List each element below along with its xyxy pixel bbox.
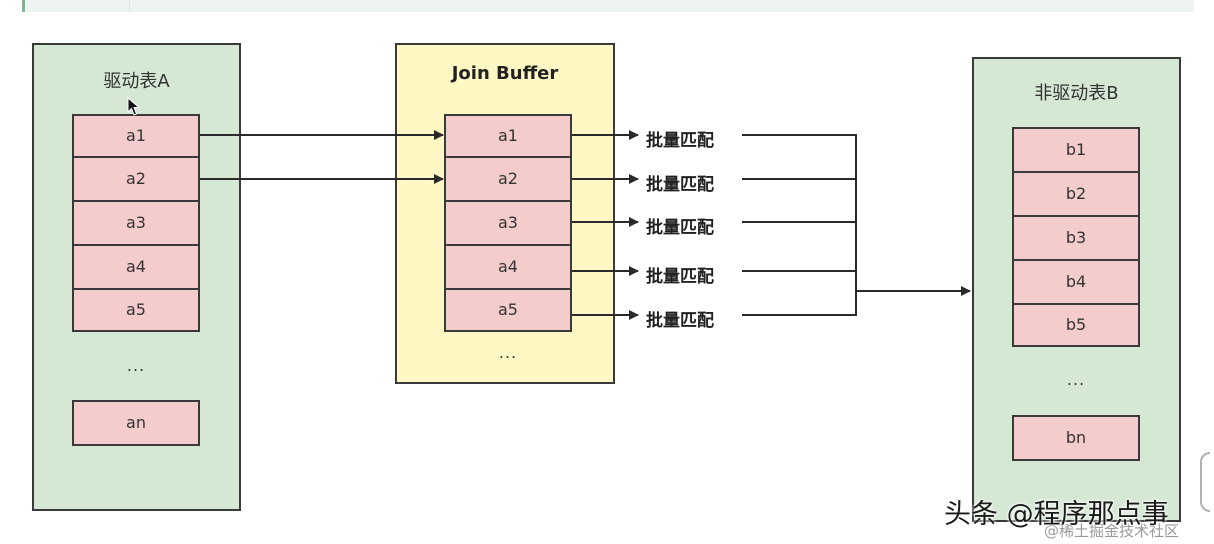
driver-row-a2: a2 — [72, 156, 200, 202]
driver-table-title: 驱动表A — [103, 71, 170, 92]
driven-row-bn: bn — [1012, 415, 1140, 461]
driven-row-b5: b5 — [1012, 303, 1140, 347]
batch-match-label-1: 批量匹配 — [646, 131, 714, 151]
driven-table-ellipsis: ... — [1066, 370, 1086, 389]
watermark-sub: @稀土掘金技术社区 — [1044, 522, 1180, 540]
driven-row-b3: b3 — [1012, 215, 1140, 261]
driver-row-an: an — [72, 400, 200, 446]
buffer-row-a2: a2 — [444, 156, 572, 202]
edge-handle — [1200, 452, 1210, 512]
driver-row-a4: a4 — [72, 244, 200, 290]
driven-row-b1: b1 — [1012, 127, 1140, 173]
batch-match-label-2: 批量匹配 — [646, 175, 714, 195]
batch-match-label-4: 批量匹配 — [646, 267, 714, 287]
batch-match-label-5: 批量匹配 — [646, 311, 714, 331]
join-buffer-ellipsis: ... — [498, 343, 518, 362]
driven-table-title: 非驱动表B — [1034, 83, 1119, 104]
join-buffer-title: Join Buffer — [451, 63, 559, 84]
driver-row-a1: a1 — [72, 114, 200, 158]
mouse-cursor-icon — [127, 97, 141, 116]
driver-table-ellipsis: ... — [126, 356, 146, 375]
buffer-row-a1: a1 — [444, 114, 572, 158]
top-strip — [22, 0, 1194, 12]
driven-row-b2: b2 — [1012, 171, 1140, 217]
watermark-main: 头条 @程序那点事 — [944, 499, 1169, 530]
buffer-row-a3: a3 — [444, 200, 572, 246]
driver-row-a3: a3 — [72, 200, 200, 246]
buffer-row-a5: a5 — [444, 288, 572, 332]
driver-row-a5: a5 — [72, 288, 200, 332]
buffer-row-a4: a4 — [444, 244, 572, 290]
driven-row-b4: b4 — [1012, 259, 1140, 305]
batch-match-label-3: 批量匹配 — [646, 218, 714, 238]
top-strip-divider — [129, 0, 130, 12]
